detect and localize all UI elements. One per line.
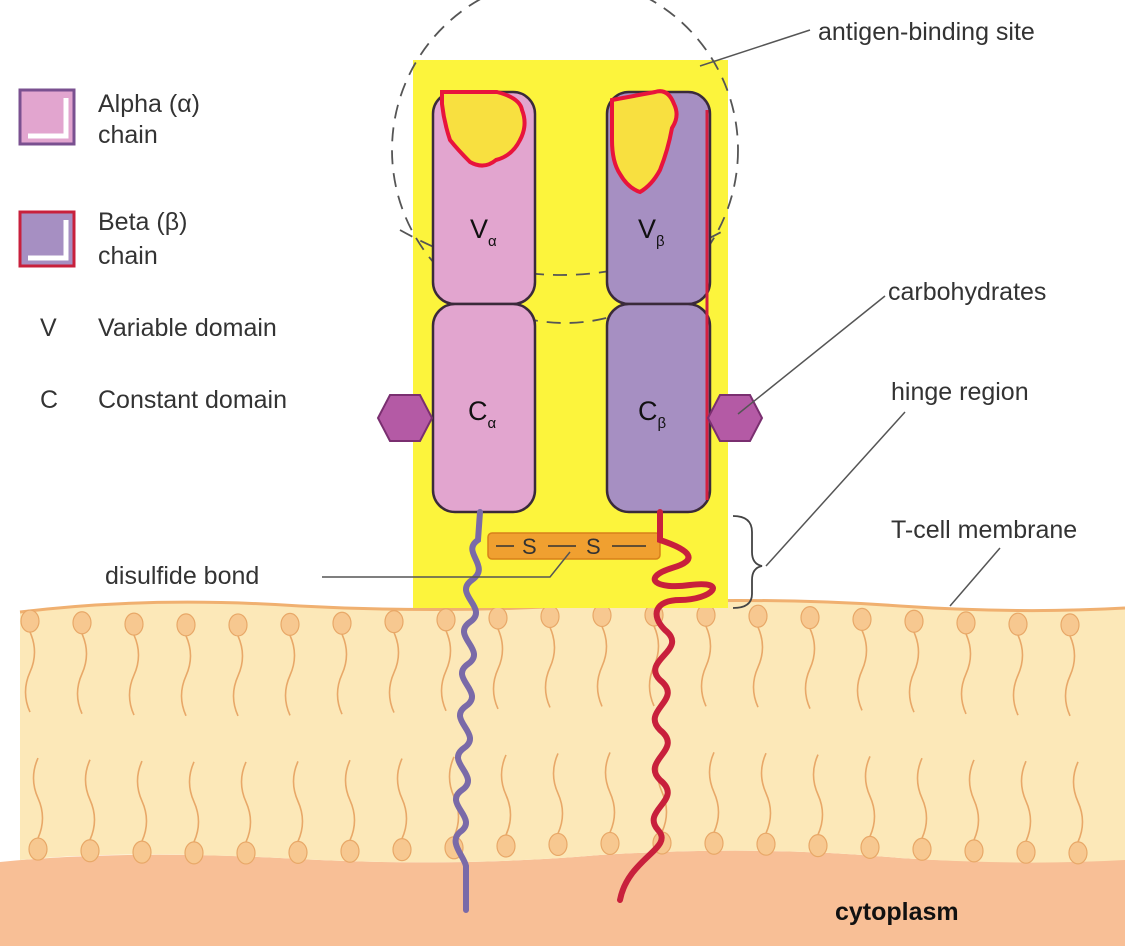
legend-beta-line1: Beta (β) [98, 208, 187, 236]
lipid-head [289, 841, 307, 863]
lipid-head [281, 613, 299, 635]
lipid-head [21, 610, 39, 632]
lipid-head [1069, 842, 1087, 864]
lipid-head [905, 610, 923, 632]
lipid-head [125, 613, 143, 635]
legend-beta-swatch [20, 212, 74, 266]
legend-beta-line2: chain [98, 242, 158, 270]
hinge-region-brace [733, 516, 762, 608]
lipid-head [29, 838, 47, 860]
lipid-head [913, 838, 931, 860]
bond-s2: S [586, 534, 601, 559]
legend-c-text: Constant domain [98, 386, 287, 414]
lipid-head [133, 841, 151, 863]
lipid-head [549, 833, 567, 855]
alpha-chain [433, 92, 535, 512]
lipid-head [437, 609, 455, 631]
leader-membrane [950, 548, 1000, 606]
c-beta-domain [607, 304, 710, 512]
leader-carbohydrates [738, 296, 885, 414]
carbohydrate-left-icon [378, 395, 432, 441]
lipid-head [541, 605, 559, 627]
lipid-head [965, 840, 983, 862]
lipid-head [749, 605, 767, 627]
label-t-cell-membrane: T-cell membrane [891, 516, 1077, 544]
legend-alpha-line1: Alpha (α) [98, 90, 200, 118]
lipid-head [185, 842, 203, 864]
beta-chain [607, 91, 710, 512]
lipid-head [489, 607, 507, 629]
lipid-head [809, 835, 827, 857]
legend-alpha-swatch [20, 90, 74, 144]
legend-v-symbol: V [40, 314, 57, 342]
lipid-head [757, 833, 775, 855]
lipid-head [1061, 614, 1079, 636]
lipid-head [385, 611, 403, 633]
lipid-head [73, 612, 91, 634]
lipid-head [1009, 613, 1027, 635]
label-carbohydrates: carbohydrates [888, 278, 1046, 306]
lipid-head [393, 839, 411, 861]
leader-antigen-binding [700, 30, 810, 66]
lipid-head [237, 842, 255, 864]
legend-v-text: Variable domain [98, 314, 277, 342]
legend-c-symbol: C [40, 386, 58, 414]
label-cytoplasm: cytoplasm [835, 898, 959, 926]
label-hinge-region: hinge region [891, 378, 1029, 406]
leader-hinge [766, 412, 905, 566]
lipid-head [333, 612, 351, 634]
lipid-head [957, 612, 975, 634]
lipid-head [229, 614, 247, 636]
t-cell-membrane [20, 600, 1125, 862]
lipid-head [341, 840, 359, 862]
lipid-head [1017, 841, 1035, 863]
bond-s1: S [522, 534, 537, 559]
lipid-head [177, 614, 195, 636]
lipid-head [853, 608, 871, 630]
lipid-head [497, 835, 515, 857]
lipid-head [601, 832, 619, 854]
label-antigen-binding-site: antigen-binding site [818, 18, 1035, 46]
lipid-head [801, 607, 819, 629]
lipid-head [81, 840, 99, 862]
legend: Alpha (α) chain Beta (β) chain V Variabl… [20, 90, 287, 414]
legend-alpha-line2: chain [98, 121, 158, 149]
lipid-head [861, 836, 879, 858]
lipid-head [705, 832, 723, 854]
label-disulfide-bond: disulfide bond [105, 562, 259, 590]
